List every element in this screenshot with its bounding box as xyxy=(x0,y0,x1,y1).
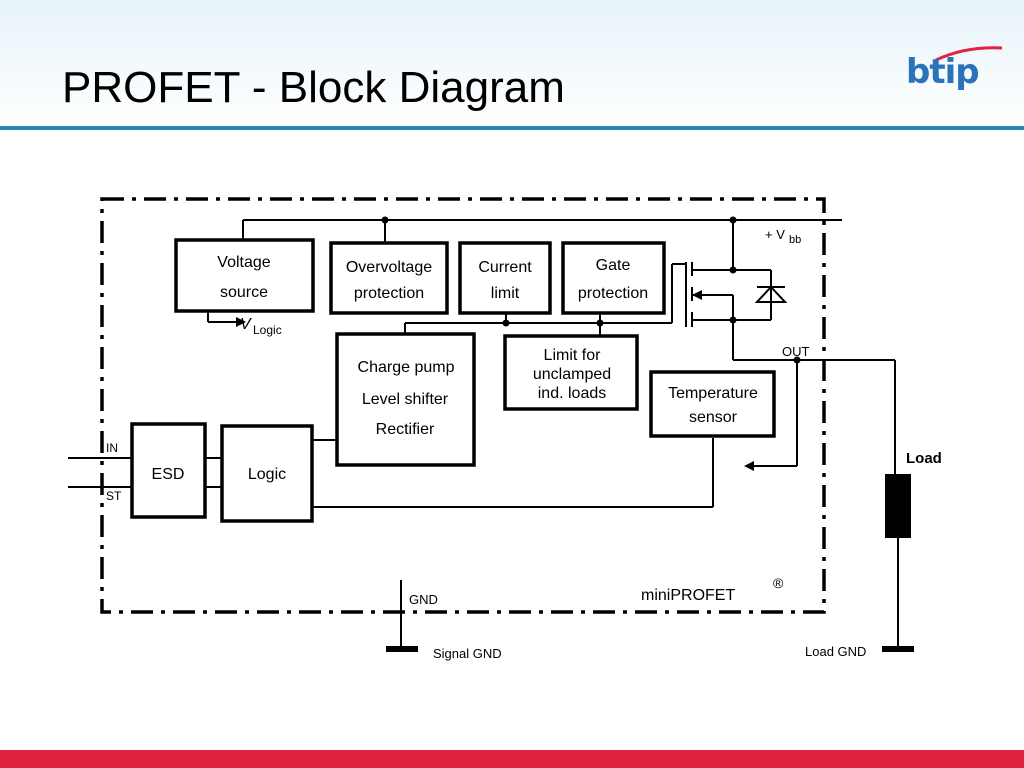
charge-pump-line1: Charge pump xyxy=(358,359,455,376)
vbb-subscript: bb xyxy=(789,234,801,246)
temp-arrow-icon xyxy=(744,461,754,471)
logo-text: btip xyxy=(906,52,980,92)
load-label: Load xyxy=(906,450,942,467)
temperature-sensor-line1: Temperature xyxy=(668,385,758,402)
slide-header xyxy=(0,0,1024,128)
registered-mark: ® xyxy=(773,575,784,591)
junction-dots xyxy=(381,216,801,364)
out-label: OUT xyxy=(782,344,810,359)
gnd-label: GND xyxy=(409,592,438,607)
limit-unclamped-line3: ind. loads xyxy=(538,385,607,402)
signal-gnd-label: Signal GND xyxy=(433,646,502,661)
voltage-source-line1: Voltage xyxy=(217,254,270,271)
diode-icon xyxy=(754,285,788,303)
miniprofet-label: miniPROFET xyxy=(641,587,735,604)
charge-pump-block xyxy=(335,332,476,467)
esd-block xyxy=(130,422,207,519)
slide-title: PROFET - Block Diagram xyxy=(62,63,565,112)
load-gnd-bar xyxy=(882,646,914,652)
current-limit-line1: Current xyxy=(478,259,532,276)
limit-unclamped-line1: Limit for xyxy=(544,347,602,364)
gate-protection-block xyxy=(561,241,666,315)
signal-gnd-bar xyxy=(386,646,418,652)
load-resistor xyxy=(885,474,911,538)
vlogic-label: V xyxy=(240,316,252,333)
voltage-source-block xyxy=(174,238,315,313)
footer-bar xyxy=(0,750,1024,768)
gate-protection-line2: protection xyxy=(578,285,648,302)
supply-wires xyxy=(68,219,899,648)
charge-pump-line3: Rectifier xyxy=(376,421,435,438)
logo-swoosh-icon xyxy=(935,46,1003,62)
vlogic-subscript: Logic xyxy=(253,323,282,337)
vlogic-arrow-icon xyxy=(236,317,246,327)
block-diagram: Voltage source Overvoltage protection Cu… xyxy=(68,197,942,661)
limit-unclamped-line2: unclamped xyxy=(533,366,611,383)
st-label: ST xyxy=(106,489,122,503)
charge-pump-line2: Level shifter xyxy=(362,391,449,408)
temperature-sensor-line2: sensor xyxy=(689,409,738,426)
overvoltage-line2: protection xyxy=(354,285,424,302)
current-limit-block xyxy=(458,241,552,315)
esd-label: ESD xyxy=(152,466,185,483)
load-gnd-label: Load GND xyxy=(805,644,866,659)
chip-boundary xyxy=(100,197,826,614)
gate-protection-line1: Gate xyxy=(596,257,631,274)
in-label: IN xyxy=(106,441,118,455)
overvoltage-block xyxy=(329,241,449,315)
header-rule xyxy=(0,126,1024,130)
limit-unclamped-block xyxy=(503,334,639,411)
vbb-label: + V xyxy=(765,227,785,242)
logic-block xyxy=(220,424,314,523)
current-limit-line2: limit xyxy=(491,285,520,302)
overvoltage-line1: Overvoltage xyxy=(346,259,432,276)
btip-logo: btip xyxy=(906,44,1006,104)
temperature-sensor-block xyxy=(649,370,776,438)
voltage-source-line2: source xyxy=(220,284,268,301)
mosfet-arrow-icon xyxy=(692,290,702,300)
logic-label: Logic xyxy=(248,466,286,483)
